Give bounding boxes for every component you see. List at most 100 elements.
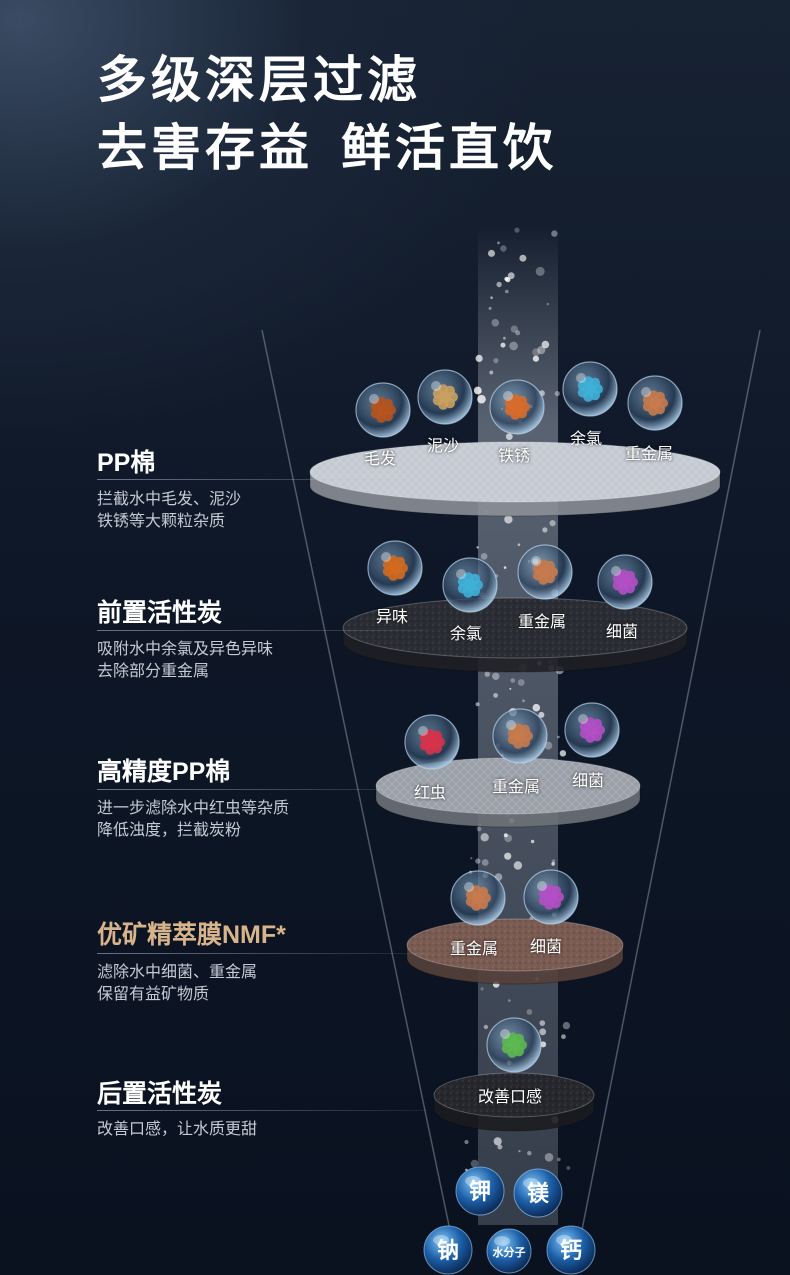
water-droplet — [477, 394, 486, 404]
water-droplet — [488, 306, 492, 310]
filter-disc-2 — [342, 597, 688, 673]
particle-label: 细菌 — [606, 624, 639, 641]
cone-right-edge — [579, 329, 761, 1241]
water-droplet — [557, 735, 560, 739]
water-droplet — [508, 999, 511, 1002]
particle-bubble-icon — [486, 1017, 542, 1073]
water-droplet — [489, 370, 494, 375]
water-droplet — [540, 1041, 547, 1048]
water-droplet — [476, 826, 482, 832]
mineral-label: 钠 — [437, 1239, 459, 1264]
water-droplet — [559, 750, 567, 757]
stage-2-desc-2: 去除部分重金属 — [97, 663, 210, 680]
mineral-orb-3: 钠 — [423, 1225, 473, 1275]
water-droplet — [473, 386, 482, 395]
water-droplet — [500, 245, 507, 252]
stage-5-desc-1: 改善口感，让水质更甜 — [97, 1121, 258, 1138]
mineral-label: 钙 — [560, 1239, 582, 1264]
particle-bubble-icon — [597, 554, 653, 610]
water-droplet — [566, 1166, 571, 1170]
particle-label: 泥沙 — [427, 438, 460, 455]
water-droplet — [497, 1144, 503, 1150]
water-droplet — [480, 553, 488, 560]
water-droplet — [480, 833, 489, 842]
stage-4-desc-1: 滤除水中细菌、重金属 — [97, 964, 258, 981]
stage-4-divider — [97, 953, 427, 954]
water-droplet — [514, 227, 520, 233]
water-droplet — [515, 330, 521, 336]
particle-bubble-icon — [564, 702, 620, 758]
water-droplet — [557, 1157, 561, 1162]
water-droplet — [537, 346, 546, 355]
water-droplet — [527, 1151, 532, 1156]
water-droplet — [481, 859, 489, 866]
water-droplet — [544, 1153, 554, 1162]
particle-bubble-icon — [450, 870, 506, 926]
mineral-orb-5: 钙 — [546, 1225, 596, 1275]
stage-1-desc-1: 拦截水中毛发、泥沙 — [97, 491, 242, 508]
water-droplet — [519, 254, 527, 262]
particle-label: 铁锈 — [498, 448, 531, 465]
mineral-orb-4: 水分子 — [486, 1228, 532, 1274]
stage-2-divider — [97, 630, 427, 631]
water-droplet — [475, 702, 480, 707]
particle-label: 异味 — [376, 609, 409, 626]
water-droplet — [464, 1139, 469, 1145]
water-droplet — [470, 857, 473, 860]
headline-line2a: 去害存益 — [97, 120, 313, 176]
water-droplet — [551, 230, 558, 237]
water-droplet — [475, 858, 481, 864]
water-droplet — [549, 520, 556, 527]
particle-bubble-icon — [442, 557, 498, 613]
water-droplet — [561, 1034, 566, 1040]
stage-1-title: PP棉 — [97, 449, 156, 477]
water-droplet — [504, 515, 513, 524]
water-droplet — [551, 862, 555, 866]
water-droplet — [507, 272, 515, 280]
water-droplet — [509, 341, 518, 351]
particle-bubble-icon — [489, 379, 545, 435]
water-droplet — [562, 1021, 571, 1030]
filter-disc-1 — [309, 441, 721, 517]
particle-bubble-icon — [417, 369, 473, 425]
stage-3-title: 高精度PP棉 — [97, 758, 231, 786]
water-droplet — [490, 296, 493, 300]
particle-label: 余氯 — [570, 431, 603, 448]
particle-bubble-icon — [367, 540, 423, 596]
stage-2-desc-1: 吸附水中余氯及异色异味 — [97, 641, 274, 658]
particle-label: 细菌 — [530, 939, 563, 956]
stage-1-desc-2: 铁锈等大颗粒杂质 — [97, 513, 226, 530]
stage-2-title: 前置活性炭 — [97, 599, 223, 627]
particle-bubble-icon — [523, 869, 579, 925]
stage-4-title: 优矿精萃膜NMF* — [97, 921, 286, 949]
mineral-label: 镁 — [527, 1181, 549, 1207]
headline-line1: 多级深层过滤 — [97, 52, 421, 108]
headline-line2: 去害存益鲜活直饮 — [97, 118, 557, 178]
water-droplet — [503, 336, 506, 340]
water-droplet — [484, 671, 490, 677]
water-droplet — [476, 546, 479, 549]
water-droplet — [510, 678, 515, 683]
water-droplet — [538, 711, 545, 718]
stage-5-divider — [97, 1110, 427, 1111]
filter-disc-4 — [406, 918, 624, 985]
water-droplet — [480, 987, 484, 991]
water-droplet — [518, 1150, 521, 1153]
water-droplet — [504, 834, 513, 843]
particle-bubble-icon — [355, 382, 411, 438]
particle-label: 毛发 — [364, 451, 397, 468]
filter-disc-5 — [433, 1072, 595, 1132]
water-droplet — [539, 1028, 547, 1036]
particle-label: 重金属 — [625, 446, 674, 463]
water-droplet — [539, 1020, 546, 1026]
water-droplet — [517, 679, 525, 686]
particle-label: 余氯 — [450, 626, 483, 643]
water-droplet — [517, 543, 521, 546]
stage-5-title: 后置活性炭 — [97, 1080, 223, 1108]
particle-label: 细菌 — [572, 773, 605, 790]
water-droplet — [493, 358, 499, 364]
water-droplet — [493, 693, 498, 698]
stage-3-divider — [97, 789, 427, 790]
